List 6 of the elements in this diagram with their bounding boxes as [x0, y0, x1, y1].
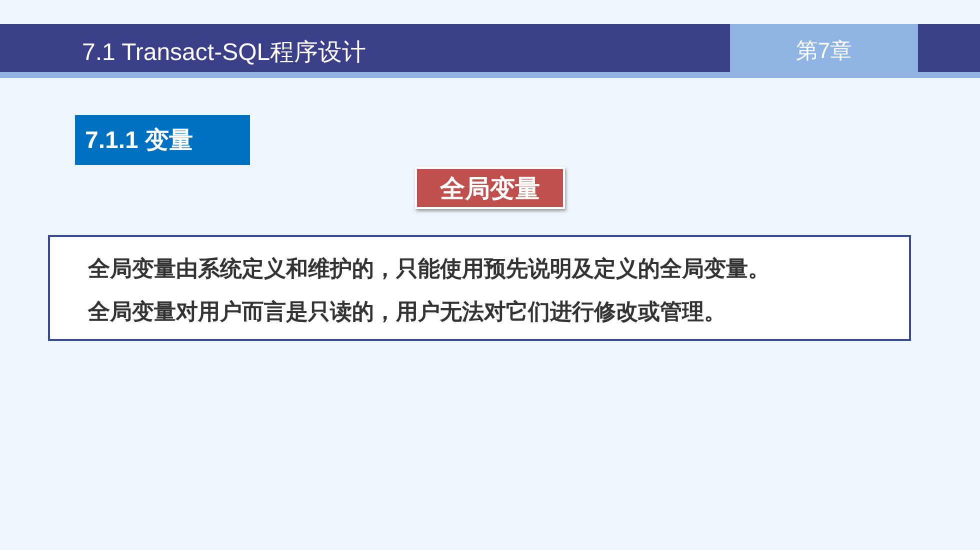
text-box: [48, 235, 911, 341]
topic-box: 全局变量: [415, 167, 565, 209]
header-title: 7.1 Transact-SQL程序设计: [82, 38, 366, 68]
paragraph: 全局变量对用户而言是只读的，用户无法对它们进行修改或管理。: [88, 298, 727, 326]
paragraph: 全局变量由系统定义和维护的，只能使用预先说明及定义的全局变量。: [88, 255, 771, 283]
section-heading: 7.1.1 变量: [75, 115, 250, 165]
